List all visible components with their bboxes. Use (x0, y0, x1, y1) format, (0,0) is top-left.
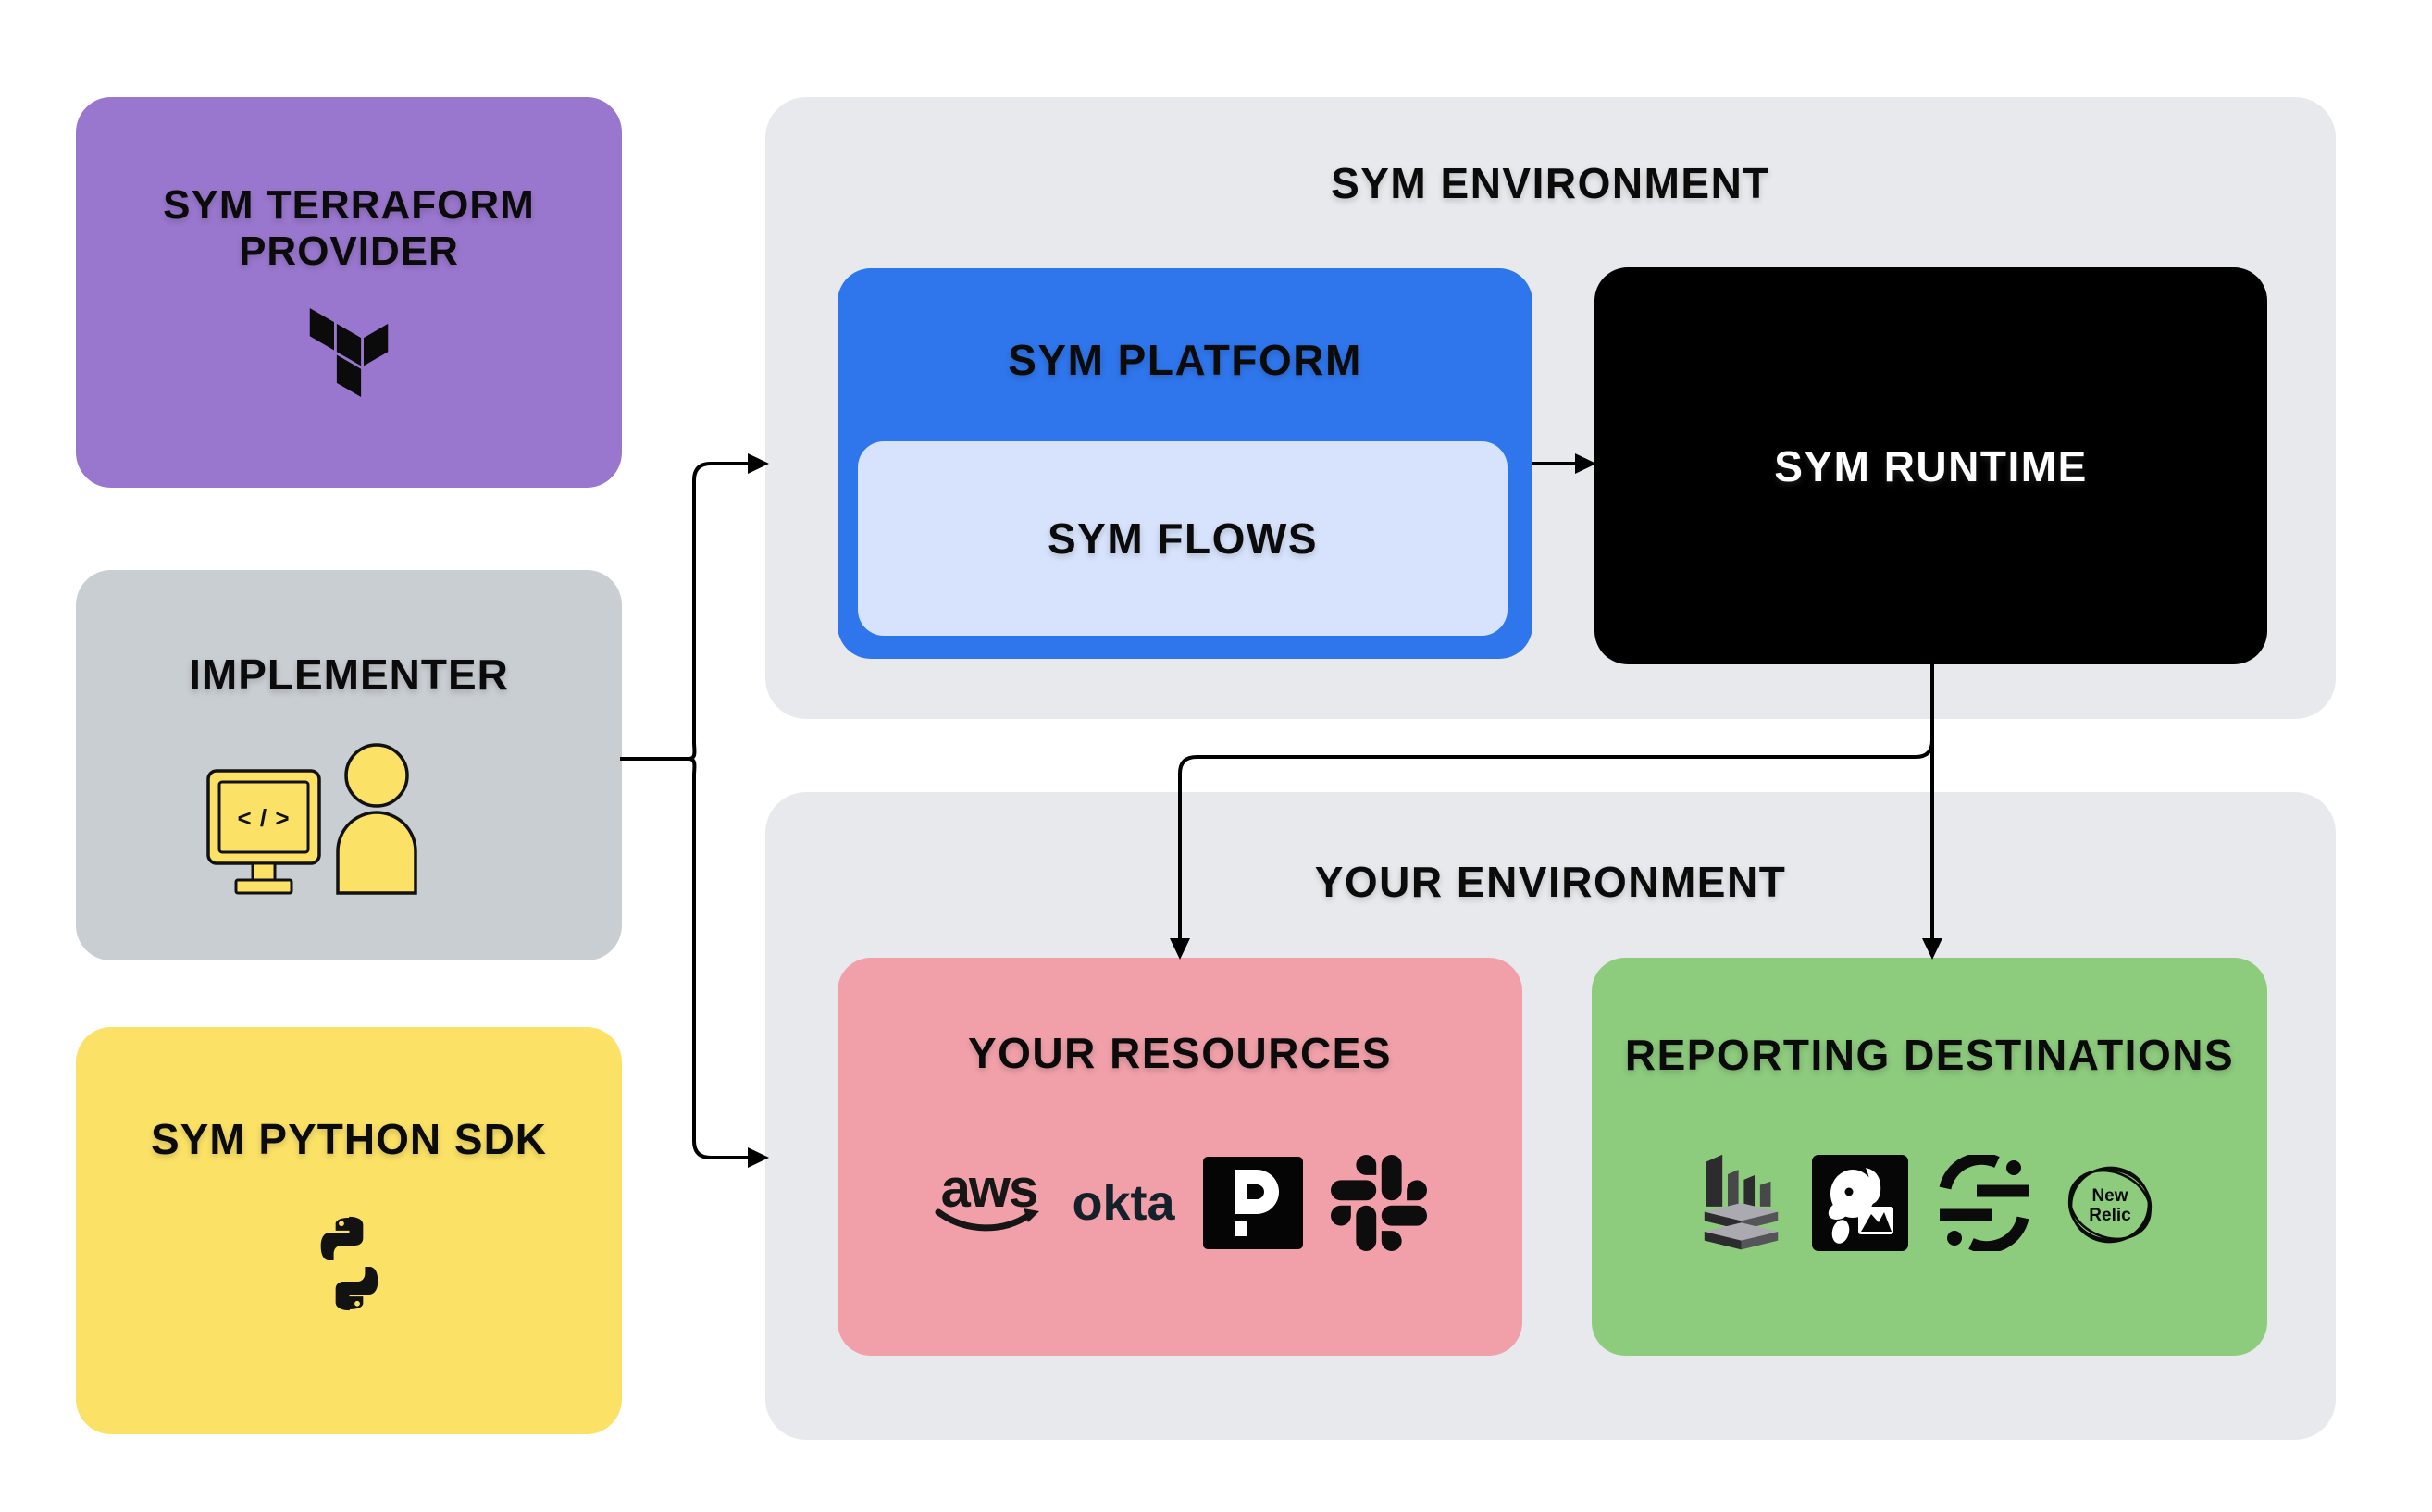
okta-icon: okta (1072, 1174, 1174, 1232)
terraform-provider-label: SYM TERRAFORM PROVIDER (163, 182, 535, 274)
sym-runtime-box: SYM RUNTIME (1594, 267, 2267, 664)
python-icon (320, 1216, 378, 1311)
python-sdk-box: SYM PYTHON SDK (76, 1027, 622, 1434)
monitor-code-text: < / > (237, 804, 290, 832)
aws-icon: aws (933, 1159, 1044, 1235)
terraform-provider-box: SYM TERRAFORM PROVIDER (76, 97, 622, 488)
sym-platform-box: SYM PLATFORM SYM FLOWS (838, 268, 1532, 659)
your-environment-title: YOUR ENVIRONMENT (1314, 858, 1787, 906)
slack-icon (1330, 1155, 1427, 1251)
aws-text: aws (940, 1159, 1039, 1219)
sym-environment-container: SYM ENVIRONMENT SYM PLATFORM SYM FLOWS S… (765, 97, 2336, 719)
reporting-destinations-label: REPORTING DESTINATIONS (1624, 1031, 2235, 1079)
sym-runtime-label: SYM RUNTIME (1774, 441, 2088, 490)
pagerduty-icon: P (1202, 1157, 1303, 1249)
new-relic-text-line1: New (2091, 1186, 2128, 1206)
sym-flows-box: SYM FLOWS (858, 441, 1508, 636)
resources-logo-row: aws okta P (838, 1143, 1522, 1263)
reporting-destinations-box: REPORTING DESTINATIONS (1592, 958, 2267, 1356)
implementer-label: IMPLEMENTER (189, 651, 509, 699)
sym-environment-title: SYM ENVIRONMENT (1331, 159, 1770, 207)
new-relic-text-line2: Relic (2089, 1206, 2131, 1225)
code-monitor-icon: < / > (206, 769, 321, 895)
implementer-box: IMPLEMENTER < / > (76, 570, 622, 960)
implementer-icons: < / > (206, 743, 417, 895)
reporting-logo-row: New Relic (1592, 1143, 2267, 1263)
okta-text: okta (1072, 1175, 1175, 1231)
aws-smile-icon (935, 1208, 1040, 1232)
aws-cloudwatch-icon (1699, 1154, 1784, 1252)
terraform-icon (309, 308, 389, 397)
implementer-to-your-env-line (688, 757, 751, 1159)
implementer-to-sym-env-line (688, 462, 751, 761)
your-resources-label: YOUR RESOURCES (967, 1029, 1393, 1077)
new-relic-icon: New Relic (2060, 1153, 2160, 1253)
your-environment-container: YOUR ENVIRONMENT YOUR RESOURCES aws okta (765, 792, 2336, 1440)
your-resources-box: YOUR RESOURCES aws okta (838, 958, 1522, 1356)
python-sdk-label: SYM PYTHON SDK (150, 1115, 548, 1163)
person-icon (336, 743, 417, 895)
segment-icon (1936, 1155, 2032, 1251)
datadog-icon (1812, 1155, 1908, 1251)
sym-platform-label: SYM PLATFORM (1008, 336, 1362, 384)
sym-flows-label: SYM FLOWS (1047, 514, 1319, 563)
